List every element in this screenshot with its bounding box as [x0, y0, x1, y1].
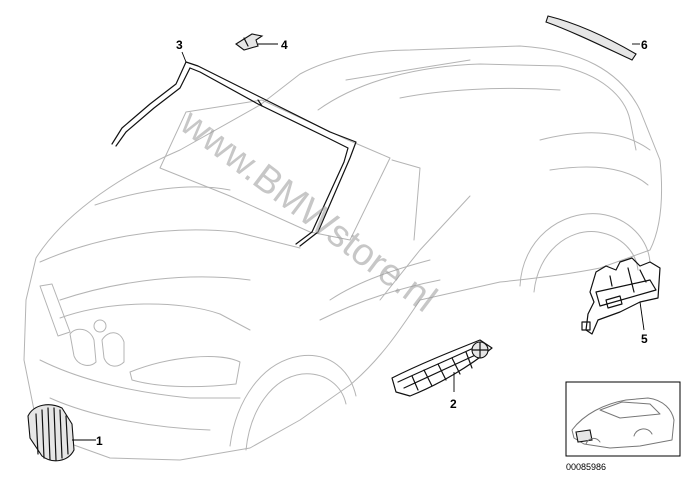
reference-code: 00085986: [566, 462, 606, 472]
callout-1: 1: [96, 434, 103, 448]
clip-part: [235, 33, 264, 51]
inset-thumbnail: [565, 381, 681, 457]
leader-lines: [72, 43, 645, 441]
callout-6: 6: [641, 38, 648, 52]
windscreen-trim-part: [111, 61, 357, 247]
rear-strip-part: [545, 15, 637, 61]
watermark: www.BMWstore.nl: [172, 101, 444, 321]
kidney-grille-part: [27, 404, 75, 462]
callout-3: 3: [176, 38, 183, 52]
door-handle-part: [581, 257, 661, 335]
callout-4: 4: [281, 38, 288, 52]
callout-2: 2: [450, 397, 457, 411]
car-outline: [23, 45, 662, 461]
callout-5: 5: [641, 332, 648, 346]
side-vent-part: [391, 339, 493, 397]
